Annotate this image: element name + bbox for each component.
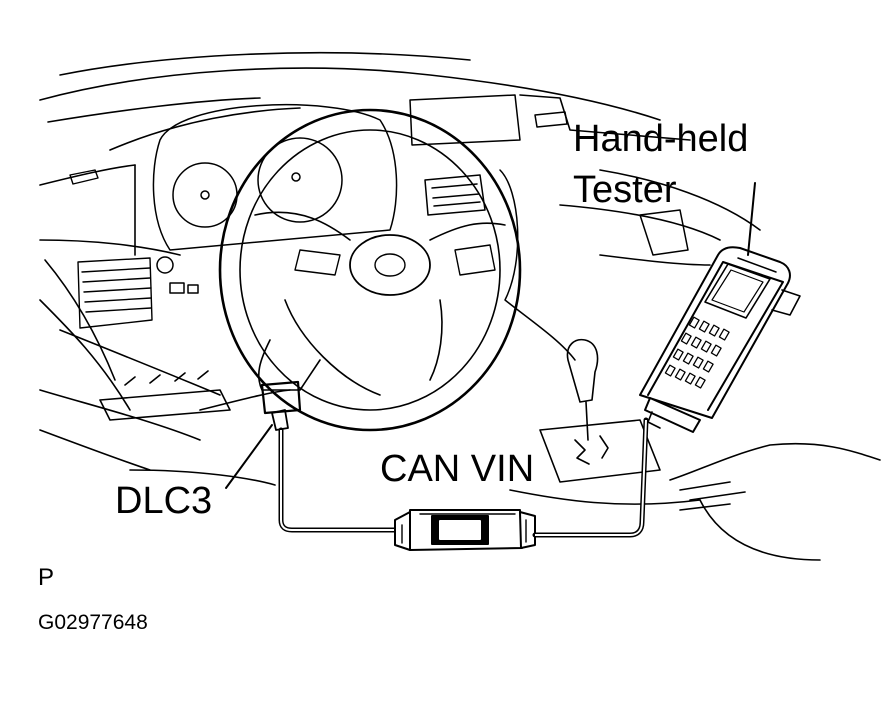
view-code-label: P [38, 564, 55, 591]
cable-canvin-to-tester [532, 417, 649, 538]
cable-dlc3-to-canvin-inner [280, 430, 405, 531]
center-stack [409, 94, 689, 361]
tester-leader-line [747, 182, 756, 256]
can-vin-module [394, 509, 536, 551]
tester-keypad [664, 316, 730, 389]
figure-id-label: G02977648 [38, 611, 148, 634]
shift-lever [129, 338, 881, 561]
dlc3-leader-line [225, 424, 273, 489]
instrument-cluster [152, 104, 398, 294]
cable-canvin-to-tester-inner [535, 419, 647, 536]
can-vin-label: CAN VIN [380, 448, 535, 490]
dlc3-connector [260, 380, 302, 431]
dashboard-outline [39, 51, 761, 471]
tester-label-line1: Hand-held [573, 118, 749, 160]
steering-wheel [218, 108, 522, 432]
tester-label-line2: Tester [573, 169, 677, 211]
dlc3-label: DLC3 [115, 480, 213, 522]
left-air-vent [69, 169, 153, 329]
hand-held-tester [639, 246, 801, 433]
